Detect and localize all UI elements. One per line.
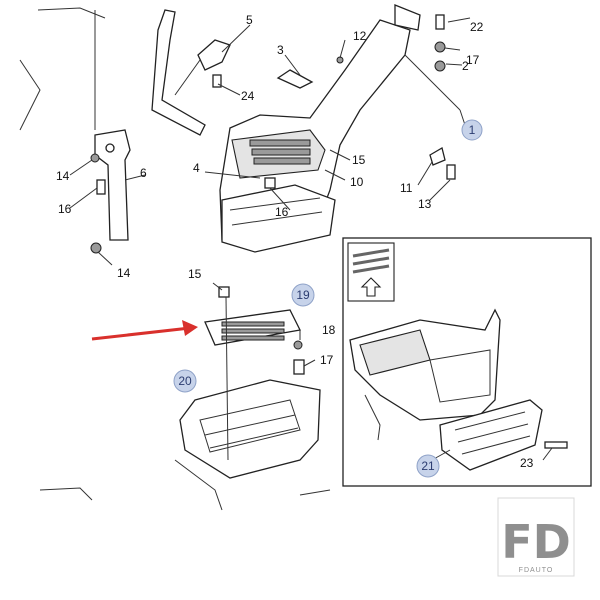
step-grille-top: [249, 139, 311, 165]
orientation-thumbnail-bars: [352, 248, 390, 274]
callout-22: 22: [470, 20, 484, 34]
callout-labels: 1 19 20 21 2 3 4 5 6 10 11 12 13 14 14 1…: [56, 13, 534, 478]
bracket-5: [151, 9, 231, 136]
nut-14-bottom: [90, 242, 102, 254]
svg-text:21: 21: [421, 459, 435, 473]
hardware: [90, 14, 456, 375]
insert-3: [276, 69, 314, 89]
callout-21: 21: [416, 454, 440, 478]
callout-14-bottom: 14: [117, 266, 131, 280]
leader-lines: [69, 10, 471, 461]
direction-arrow-icon: [360, 277, 382, 297]
bolt-23: [544, 441, 568, 449]
red-arrow-pointer-icon: [91, 320, 198, 341]
callout-20: 20: [173, 369, 197, 393]
nut-14-top: [90, 153, 100, 163]
callout-4: 4: [193, 161, 200, 175]
svg-text:FDAUTO: FDAUTO: [519, 567, 554, 574]
callout-3: 3: [277, 43, 284, 57]
callout-15-top: 15: [352, 153, 366, 167]
callout-15-bottom: 15: [188, 267, 202, 281]
svg-text:20: 20: [178, 374, 192, 388]
clip-11: [429, 147, 446, 166]
step-grille-19: [204, 309, 301, 346]
svg-text:1: 1: [469, 123, 476, 137]
nut-2: [434, 60, 446, 72]
inset-detail-box: [342, 237, 592, 487]
callout-12: 12: [353, 29, 367, 43]
callout-16-left: 16: [58, 202, 72, 216]
partial-outline-left: [19, 59, 41, 131]
bolt-16-left: [96, 179, 106, 195]
callout-10: 10: [350, 175, 364, 189]
callout-23: 23: [520, 456, 534, 470]
callout-5: 5: [246, 13, 253, 27]
callout-1: 1: [461, 119, 483, 141]
clip-16-mid: [264, 177, 276, 189]
callout-13: 13: [418, 197, 432, 211]
callout-2: 2: [462, 59, 469, 73]
callout-14-top: 14: [56, 169, 70, 183]
svg-text:19: 19: [296, 288, 310, 302]
partial-outline-bottom-mid: [299, 489, 331, 496]
side-frame-assembly: [219, 4, 421, 253]
step-housing-20: [174, 379, 321, 511]
callout-17-top: 17: [466, 53, 480, 67]
inset-frame-assembly: [349, 308, 501, 441]
nut-17-lower: [293, 359, 305, 375]
washer-17-top: [434, 41, 446, 53]
callout-16-mid: 16: [275, 205, 289, 219]
clip-15-lower: [218, 286, 230, 298]
partial-outline-bottom-left: [39, 487, 93, 501]
callout-19: 19: [291, 283, 315, 307]
callout-6: 6: [140, 166, 147, 180]
bolt-13: [446, 164, 456, 180]
washer-18: [293, 340, 303, 350]
callout-18: 18: [322, 323, 336, 337]
fdauto-logo: FD FDAUTO: [497, 497, 575, 577]
partial-outline-top: [37, 7, 106, 19]
inset-step-21: [439, 399, 543, 471]
bolt-22: [435, 14, 445, 30]
bolt-24: [212, 74, 222, 88]
callout-17-bottom: 17: [320, 353, 334, 367]
callout-24: 24: [241, 89, 255, 103]
callout-11: 11: [400, 181, 413, 195]
svg-text:FD: FD: [501, 515, 571, 569]
